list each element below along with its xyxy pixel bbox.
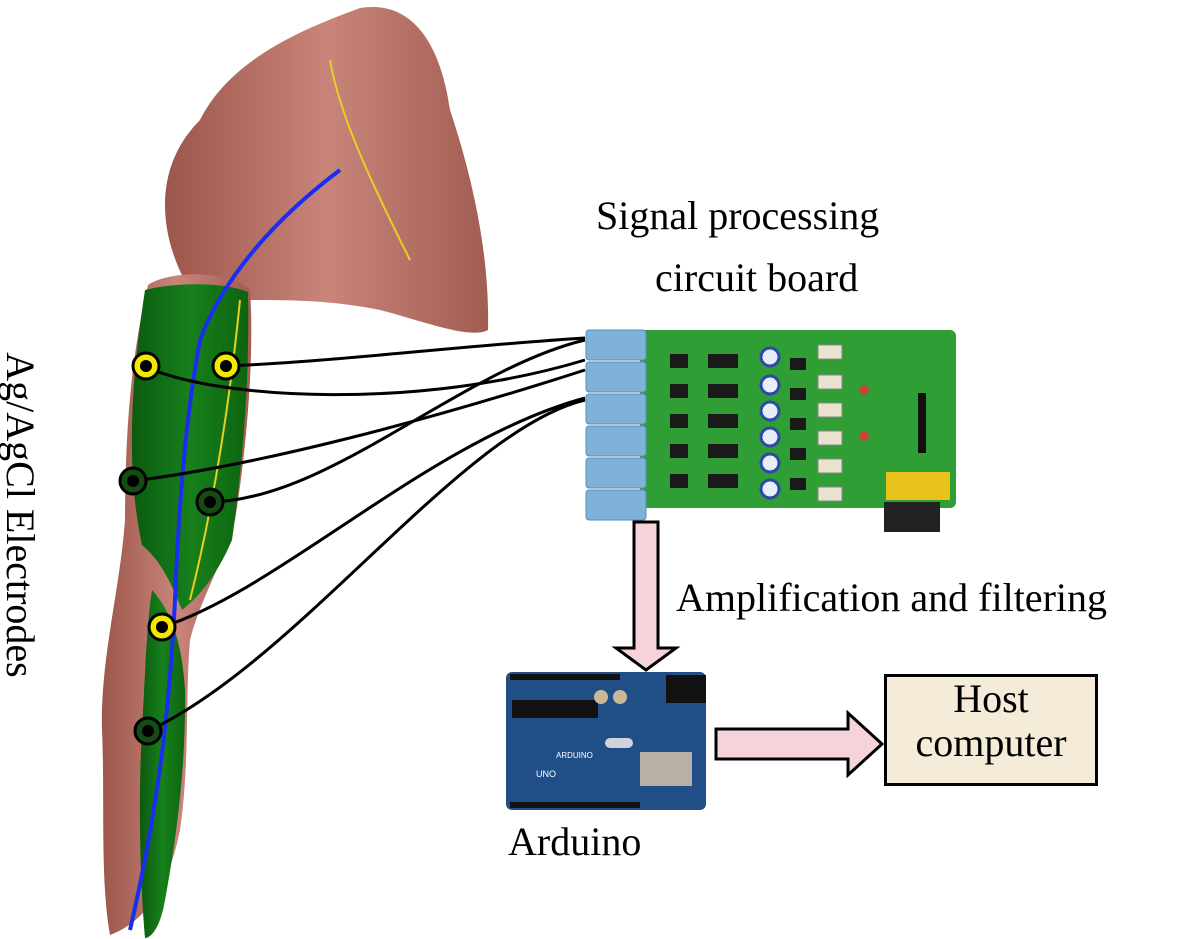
- wire-3: [132, 368, 586, 483]
- wire-1: [225, 336, 586, 368]
- board-potentiometers: [759, 346, 781, 500]
- board-bottom-header: [884, 502, 940, 532]
- electrode-2: [211, 351, 241, 381]
- board-audio-jack: [886, 472, 950, 500]
- right-arrow: [714, 709, 885, 779]
- board-chips: [670, 354, 806, 490]
- board-button-1: [859, 385, 869, 395]
- electrode-3: [118, 466, 148, 496]
- host-computer-box: Host computer: [884, 674, 1098, 786]
- board-switches: [817, 344, 843, 502]
- electrode-5: [147, 612, 177, 642]
- shoulder-muscle: [165, 6, 489, 333]
- wire-2: [145, 358, 586, 397]
- host-label-line1: Host: [953, 676, 1029, 721]
- board-connectors: [585, 329, 647, 521]
- vein-line: [128, 168, 342, 931]
- electrodes-label: Ag/AgCl Electrodes: [0, 352, 43, 678]
- down-arrow: [611, 520, 681, 672]
- arduino-model-text: UNO: [536, 769, 556, 779]
- arduino-label: Arduino: [508, 819, 642, 864]
- board-label-line2: circuit board: [655, 255, 859, 300]
- arduino-brand-text: ARDUINO: [556, 751, 593, 760]
- wire-5: [161, 396, 586, 629]
- electrode-6: [133, 716, 163, 746]
- nerve-line: [329, 59, 411, 261]
- board-button-2: [859, 431, 869, 441]
- nerve-line-2: [189, 299, 241, 601]
- signal-processing-board: [585, 329, 956, 532]
- electrode-1: [131, 351, 161, 381]
- arduino-board: ARDUINO UNO: [506, 672, 706, 810]
- electrode-4: [195, 487, 225, 517]
- host-label-line2: computer: [915, 720, 1067, 765]
- electrodes: [118, 351, 241, 746]
- board-label-line1: Signal processing: [596, 193, 880, 238]
- wire-4: [209, 338, 586, 504]
- arm-anatomy-illustration: [101, 6, 489, 938]
- electrode-wires: [132, 336, 586, 733]
- board-pin-header: [918, 393, 926, 453]
- amplification-label: Amplification and filtering: [676, 575, 1107, 620]
- wire-6: [147, 398, 586, 733]
